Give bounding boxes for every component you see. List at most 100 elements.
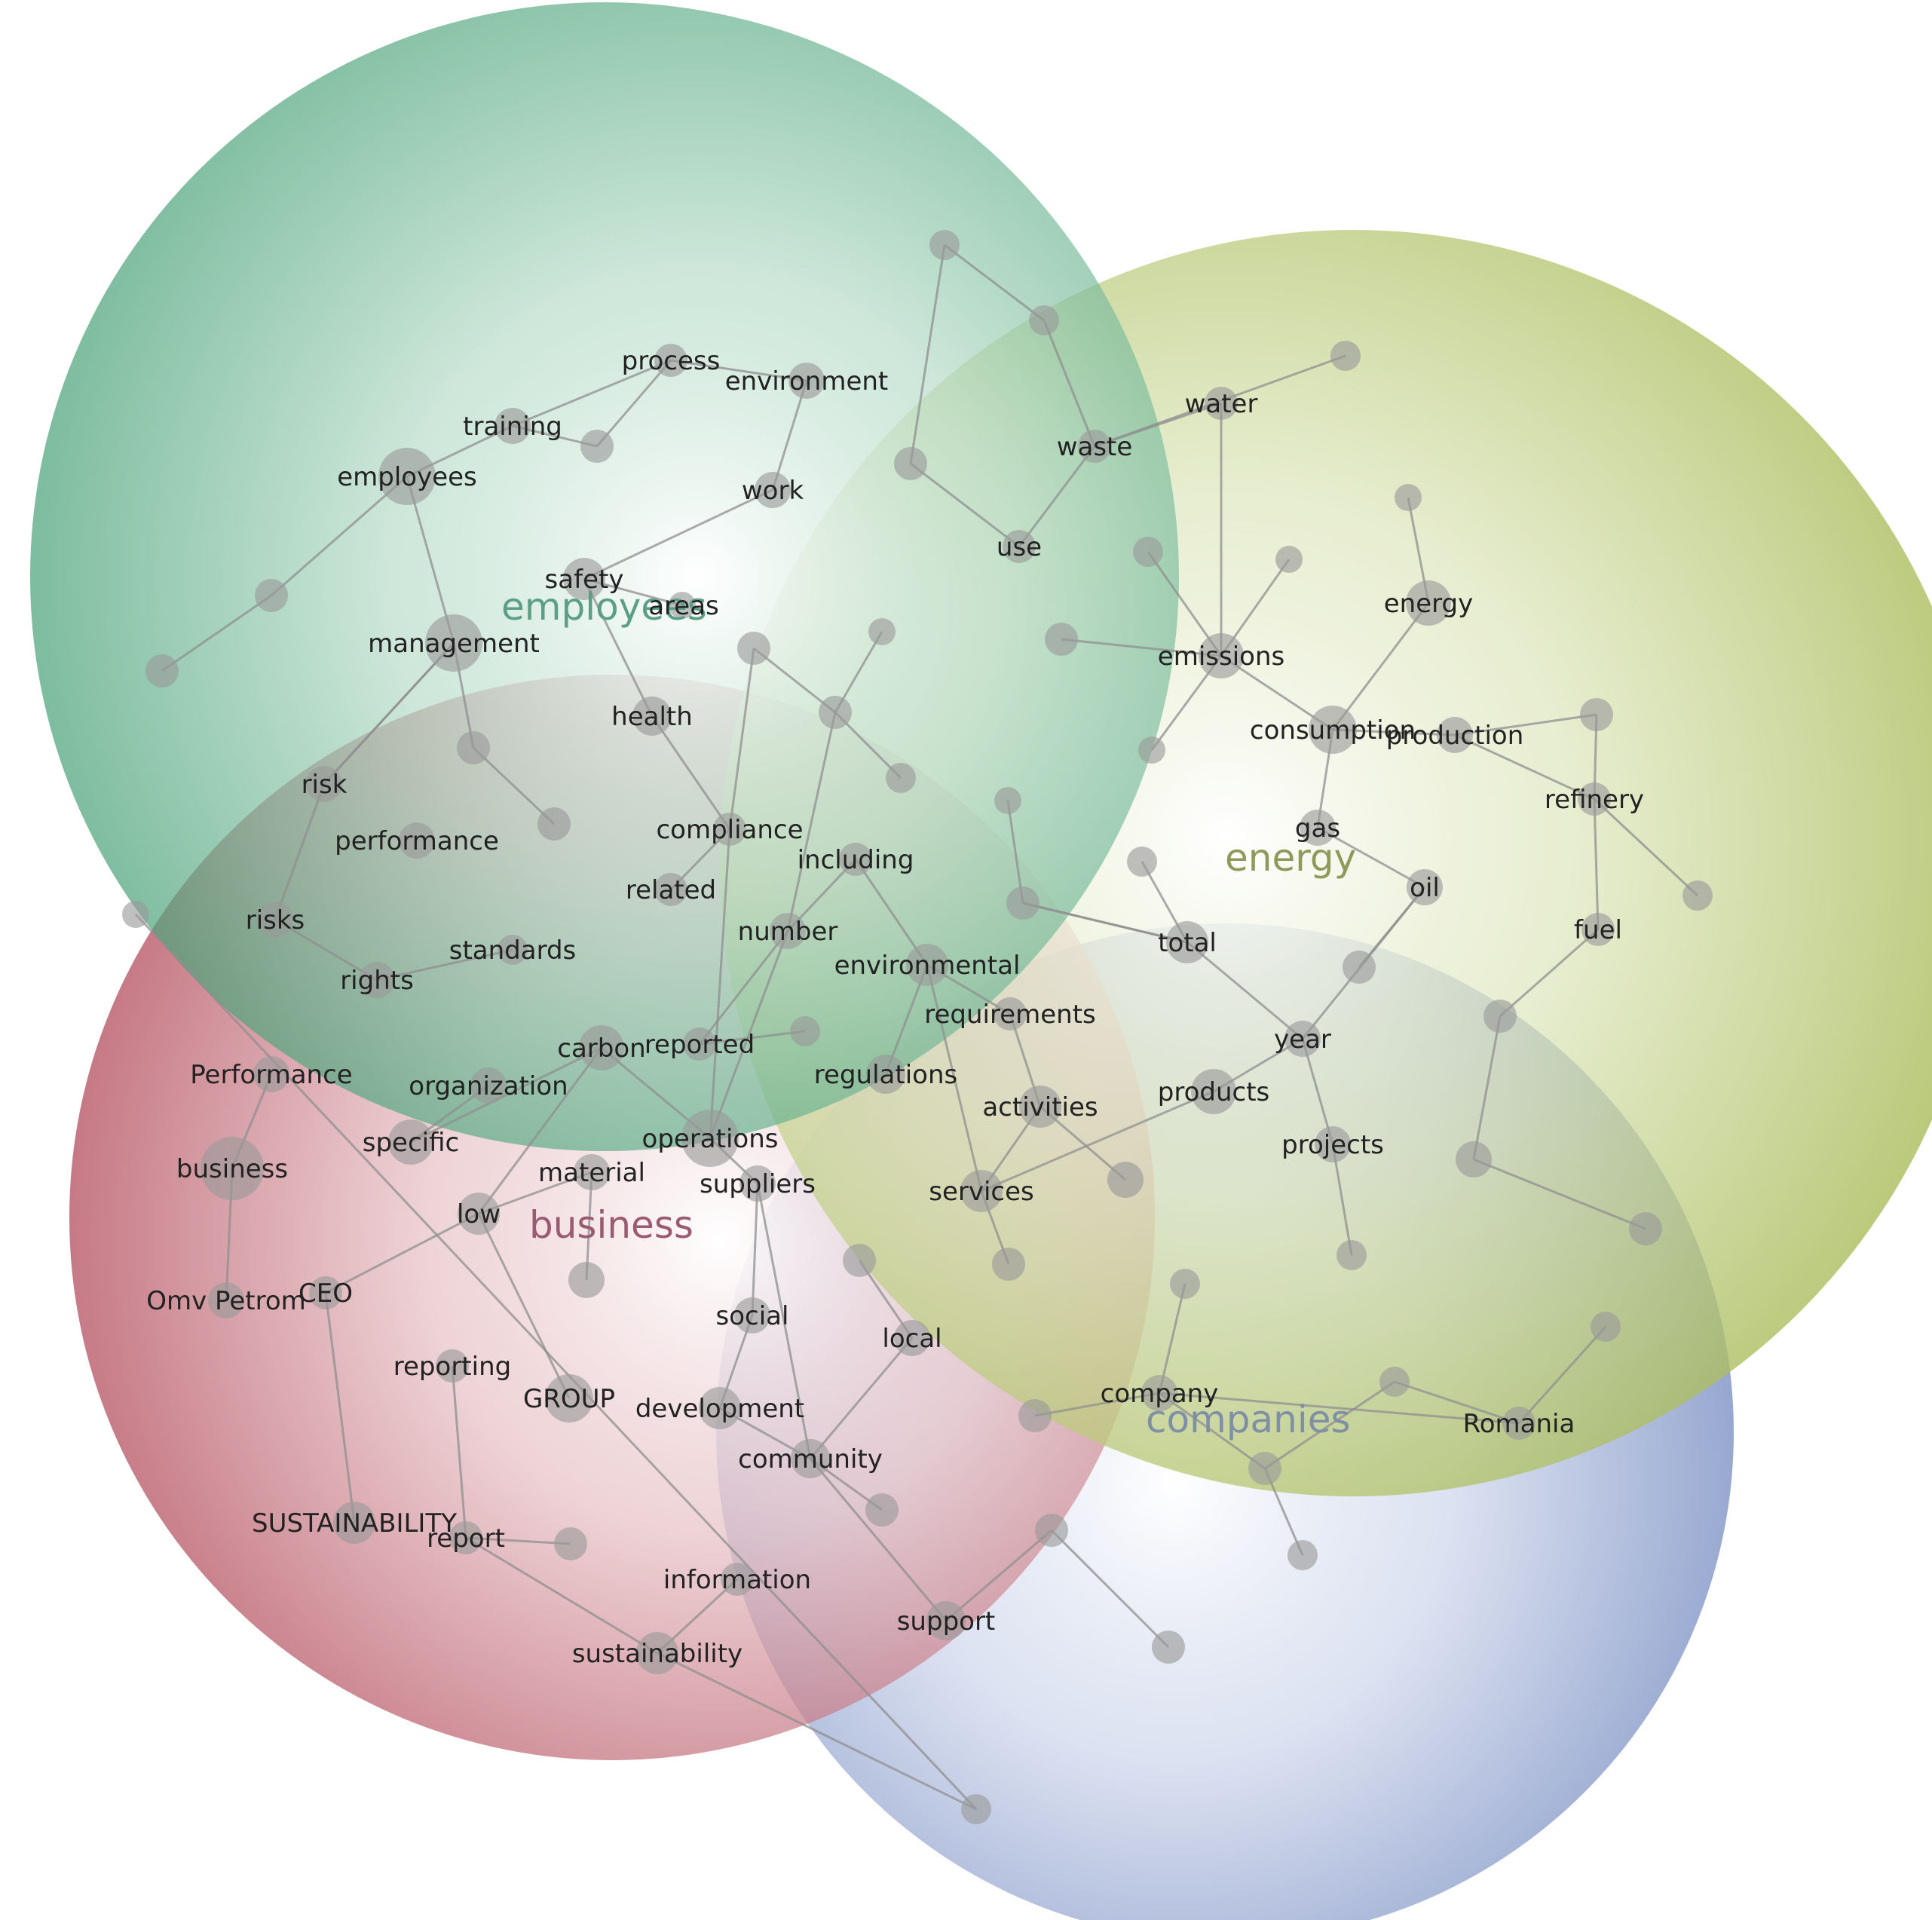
concept-node-including[interactable] [839, 843, 872, 876]
concept-node-rights[interactable] [359, 962, 395, 998]
concept-label-energy2[interactable]: energy [1384, 589, 1473, 619]
concept-label-Performance2[interactable]: Performance [190, 1060, 352, 1090]
concept-node-management[interactable] [425, 614, 482, 672]
concept-dot-extra-27[interactable] [1591, 1312, 1621, 1342]
concept-dot-extra-0[interactable] [929, 230, 960, 260]
concept-dot-extra-13[interactable] [737, 632, 770, 665]
concept-node-SUSTAINABILITY[interactable] [333, 1502, 375, 1544]
concept-label-suppliers[interactable]: suppliers [700, 1169, 816, 1199]
concept-node-work[interactable] [755, 472, 791, 508]
concept-label-standards[interactable]: standards [449, 936, 577, 966]
concept-label-water[interactable]: water [1185, 389, 1258, 419]
concept-node-training[interactable] [494, 408, 531, 444]
concept-node-total[interactable] [1166, 921, 1208, 963]
concept-node-projects[interactable] [1315, 1126, 1351, 1162]
concept-node-employees[interactable] [378, 448, 436, 505]
concept-dot-extra-11[interactable] [1138, 736, 1165, 764]
concept-label-local[interactable]: local [882, 1324, 942, 1354]
concept-label-support[interactable]: support [897, 1606, 996, 1637]
concept-node-waste[interactable] [1078, 430, 1111, 463]
concept-label-management[interactable]: management [368, 629, 540, 659]
concept-label-Romania[interactable]: Romania [1463, 1409, 1575, 1439]
concept-label-company[interactable]: company [1101, 1379, 1219, 1409]
concept-node-risk[interactable] [306, 766, 342, 802]
concept-dot-extra-19[interactable] [537, 807, 571, 841]
concept-label-process[interactable]: process [622, 346, 721, 376]
concept-dot-extra-31[interactable] [1170, 1269, 1200, 1299]
concept-label-information[interactable]: information [663, 1565, 811, 1595]
concept-dot-extra-1[interactable] [1029, 305, 1059, 335]
concept-label-operations[interactable]: operations [642, 1124, 779, 1154]
concept-node-oil[interactable] [1407, 869, 1443, 905]
concept-label-fuel[interactable]: fuel [1574, 915, 1622, 945]
concept-label-consumption[interactable]: consumption [1250, 715, 1416, 746]
concept-node-requirements[interactable] [994, 997, 1027, 1030]
concept-label-use[interactable]: use [997, 532, 1042, 562]
concept-dot-extra-10[interactable] [1045, 623, 1078, 656]
concept-dot-extra-26[interactable] [1629, 1212, 1662, 1245]
concept-label-regulations[interactable]: regulations [814, 1060, 957, 1090]
concept-label-reported[interactable]: reported [645, 1030, 755, 1060]
concept-label-employees[interactable]: employees [337, 462, 477, 492]
concept-dot-extra-3[interactable] [894, 447, 927, 480]
concept-label-emissions[interactable]: emissions [1158, 642, 1284, 672]
concept-node-year[interactable] [1284, 1021, 1321, 1057]
concept-label-activities[interactable]: activities [982, 1092, 1098, 1122]
concept-node-company[interactable] [1141, 1375, 1177, 1411]
concept-label-areas[interactable]: areas [648, 591, 719, 621]
concept-node-areas[interactable] [669, 592, 696, 619]
concept-label-community[interactable]: community [738, 1444, 883, 1474]
concept-node-environmental[interactable] [906, 944, 948, 986]
concept-node-GROUP[interactable] [545, 1374, 593, 1422]
concept-label-CEO[interactable]: CEO [299, 1278, 353, 1309]
concept-dot-extra-35[interactable] [843, 1244, 876, 1277]
concept-node-use[interactable] [1003, 530, 1036, 563]
concept-label-SUSTAINABILITY[interactable]: SUSTAINABILITY [252, 1508, 457, 1539]
concept-label-social[interactable]: social [716, 1301, 789, 1331]
concept-label-compliance[interactable]: compliance [656, 815, 803, 845]
concept-dot-extra-22[interactable] [1580, 698, 1613, 731]
concept-label-carbon[interactable]: carbon [557, 1033, 645, 1064]
concept-node-services[interactable] [960, 1170, 1003, 1212]
concept-label-related[interactable]: related [626, 875, 716, 905]
concept-node-information[interactable] [721, 1563, 754, 1596]
concept-dot-extra-8[interactable] [1133, 537, 1163, 567]
concept-node-development[interactable] [699, 1387, 741, 1429]
concept-label-risk[interactable]: risk [302, 770, 348, 800]
concept-node-support[interactable] [926, 1601, 966, 1640]
concept-dot-extra-37[interactable] [1035, 1514, 1068, 1547]
concept-node-suppliers[interactable] [739, 1165, 776, 1202]
concept-label-services[interactable]: services [929, 1177, 1034, 1207]
concept-dot-extra-9[interactable] [1275, 546, 1303, 573]
concept-label-oil[interactable]: oil [1410, 873, 1440, 903]
concept-dot-extra-24[interactable] [1483, 1000, 1517, 1033]
concept-dot-extra-32[interactable] [1336, 1240, 1367, 1270]
concept-node-risks[interactable] [257, 902, 293, 938]
concept-dot-extra-15[interactable] [886, 763, 916, 793]
concept-node-refinery[interactable] [1578, 782, 1611, 816]
concept-dot-extra-23[interactable] [1682, 880, 1713, 911]
concept-node-process[interactable] [654, 344, 687, 377]
concept-dot-extra-44[interactable] [122, 901, 149, 928]
concept-label-work[interactable]: work [742, 476, 804, 506]
concept-node-organization[interactable] [470, 1067, 507, 1104]
concept-node-business2[interactable] [201, 1137, 264, 1200]
concept-label-performance[interactable]: performance [335, 826, 499, 856]
concept-node-activities[interactable] [1019, 1086, 1061, 1128]
concept-node-sustainability[interactable] [636, 1632, 678, 1674]
concept-label-rights[interactable]: rights [340, 966, 414, 996]
concept-node-material[interactable] [574, 1154, 610, 1190]
concept-label-refinery[interactable]: refinery [1545, 785, 1644, 815]
concept-label-environmental[interactable]: environmental [834, 951, 1021, 981]
concept-node-regulations[interactable] [866, 1055, 905, 1094]
concept-label-projects[interactable]: projects [1281, 1130, 1384, 1160]
concept-dot-extra-12[interactable] [868, 618, 896, 645]
concept-node-OmvPetrom[interactable] [208, 1282, 244, 1318]
concept-node-operations[interactable] [681, 1110, 739, 1167]
concept-node-energy2[interactable] [1406, 580, 1451, 626]
concept-node-health[interactable] [632, 697, 672, 736]
concept-node-reporting[interactable] [436, 1349, 469, 1383]
concept-dot-extra-40[interactable] [790, 1016, 820, 1046]
concept-label-health[interactable]: health [611, 702, 693, 732]
concept-dot-extra-21[interactable] [1343, 951, 1376, 984]
